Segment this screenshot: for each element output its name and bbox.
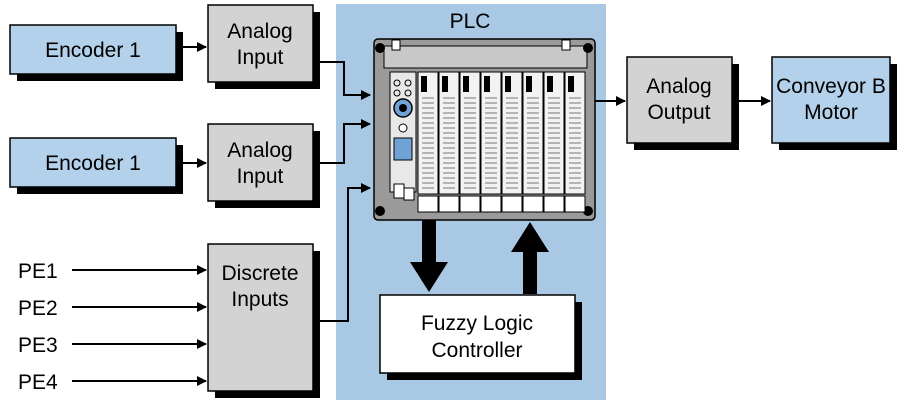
encoder-label-2: Encoder 1 xyxy=(45,152,141,175)
arrow-discrete-to-plc xyxy=(320,183,371,322)
arrow-analog2-to-plc xyxy=(320,119,371,164)
pe-label-1: PE1 xyxy=(18,260,58,283)
plc-title: PLC xyxy=(450,10,491,33)
discrete-inputs-line2: Inputs xyxy=(231,288,288,311)
plc-rack-icon xyxy=(373,38,596,221)
thick-arrow-fuzzy-to-plc xyxy=(511,222,549,294)
analog-input-box-1 xyxy=(207,4,314,83)
analog-output-line2: Output xyxy=(647,101,710,124)
fuzzy-line1: Fuzzy Logic xyxy=(421,312,533,335)
pe-label-4: PE4 xyxy=(18,371,58,394)
analog-output-box xyxy=(626,56,733,144)
pe-label-3: PE3 xyxy=(18,334,58,357)
discrete-inputs-box xyxy=(207,243,314,392)
arrow-analog1-to-plc xyxy=(320,61,371,100)
conveyor-motor-box xyxy=(771,56,891,144)
analog-output-line1: Analog xyxy=(646,75,711,98)
fuzzy-line2: Controller xyxy=(431,339,522,362)
analog-input-box-2 xyxy=(207,123,314,202)
motor-line2: Motor xyxy=(804,101,858,124)
discrete-inputs-line1: Discrete xyxy=(221,262,298,285)
fuzzy-logic-controller-box xyxy=(379,294,576,374)
analog-input-2-line1: Analog xyxy=(227,139,292,162)
pe-label-2: PE2 xyxy=(18,297,58,320)
analog-input-1-line2: Input xyxy=(237,46,284,69)
encoder-box-1 xyxy=(9,24,177,75)
analog-input-2-line2: Input xyxy=(237,165,284,188)
encoder-box-2 xyxy=(9,137,177,188)
encoder-label-1: Encoder 1 xyxy=(45,39,141,62)
motor-line1: Conveyor B xyxy=(776,75,886,98)
thick-arrow-plc-to-fuzzy xyxy=(410,220,448,292)
analog-input-1-line1: Analog xyxy=(227,20,292,43)
